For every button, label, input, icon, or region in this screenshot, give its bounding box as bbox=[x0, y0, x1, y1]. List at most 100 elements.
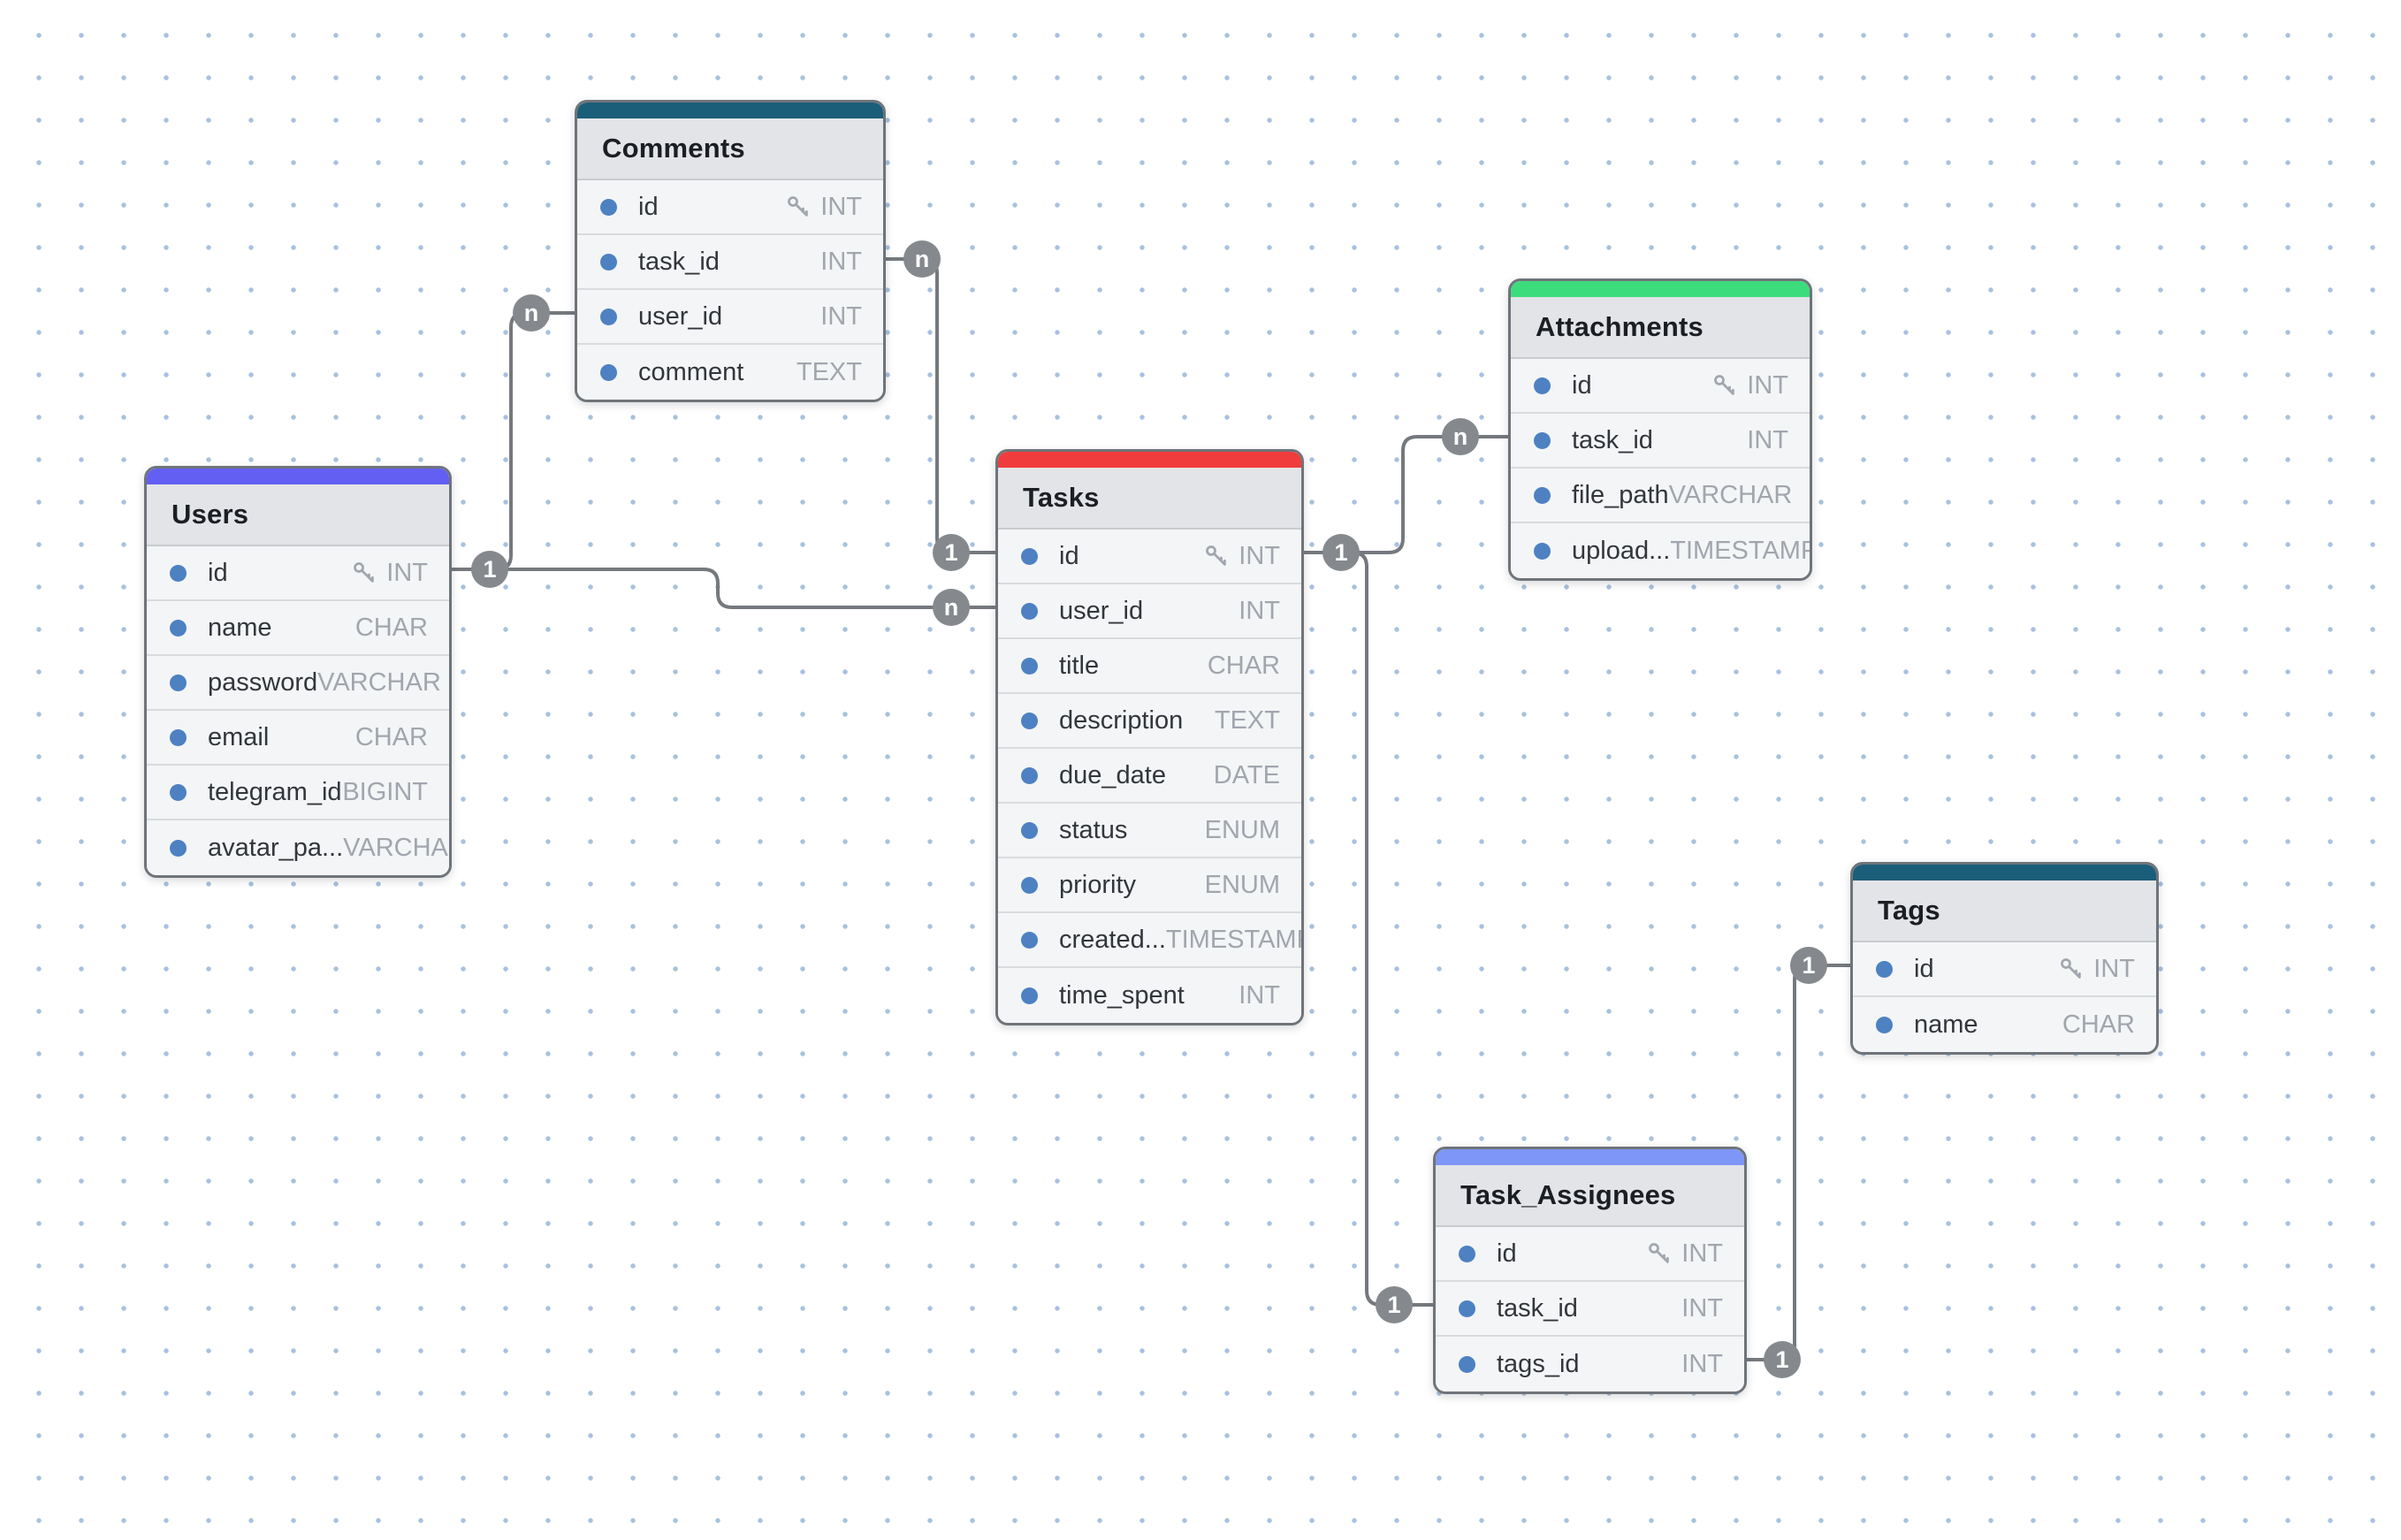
field-row-comments-task_id[interactable]: task_idINT bbox=[577, 235, 883, 290]
field-type-group: TIMESTAMP bbox=[1670, 537, 1812, 566]
field-row-tasks-due_date[interactable]: due_dateDATE bbox=[998, 749, 1301, 804]
field-name: name bbox=[208, 614, 272, 643]
primary-key-icon bbox=[1646, 1240, 1673, 1267]
field-row-users-id[interactable]: idINT bbox=[147, 546, 449, 601]
field-dot-icon bbox=[1534, 487, 1551, 504]
field-dot-icon bbox=[170, 784, 187, 801]
field-name: user_id bbox=[1059, 597, 1143, 626]
field-row-comments-user_id[interactable]: user_id INT bbox=[577, 290, 883, 345]
cardinality-badge-label: 1 bbox=[1334, 539, 1347, 566]
field-row-attachments-id[interactable]: idINT bbox=[1511, 359, 1810, 414]
field-row-task_assignees-id[interactable]: idINT bbox=[1436, 1227, 1744, 1282]
field-dot-icon bbox=[1021, 987, 1038, 1004]
cardinality-badge-label: 1 bbox=[1387, 1292, 1400, 1318]
table-header-comments[interactable]: Comments bbox=[577, 118, 883, 180]
field-dot-icon bbox=[1021, 603, 1038, 620]
table-title: Task_Assignees bbox=[1460, 1179, 1675, 1211]
field-row-users-avatar_pa[interactable]: avatar_pa...VARCHAR bbox=[147, 820, 449, 875]
table-users[interactable]: Users idINT name CHAR passwordVARCHARemailCH… bbox=[144, 466, 452, 878]
field-dot-icon bbox=[170, 729, 187, 746]
field-type-group: CHAR bbox=[2062, 1010, 2135, 1040]
table-header-task_assignees[interactable]: Task_Assignees bbox=[1436, 1165, 1744, 1227]
field-type-group: INT bbox=[820, 248, 862, 277]
field-type: INT bbox=[1747, 426, 1788, 455]
field-type: INT bbox=[820, 248, 862, 277]
field-type-group: VARCHAR bbox=[317, 668, 441, 698]
relationship-tasks-attachments[interactable] bbox=[1299, 437, 1508, 553]
relationship-comments-tasks[interactable] bbox=[880, 259, 995, 553]
table-comments[interactable]: CommentsidINTtask_idINTuser_idINTcomment… bbox=[575, 100, 886, 402]
field-type: ENUM bbox=[1205, 871, 1280, 900]
field-row-tags-name[interactable]: nameCHAR bbox=[1853, 997, 2156, 1052]
table-header-tags[interactable]: Tags bbox=[1853, 881, 2156, 942]
relationship-tags-task_assignees[interactable] bbox=[1742, 965, 1850, 1360]
field-row-tasks-description[interactable]: descriptionTEXT bbox=[998, 694, 1301, 749]
field-row-users-telegram_id[interactable]: telegram_idBIGINT bbox=[147, 766, 449, 820]
table-task_assignees[interactable]: Task_Assignees idINTtask_idINTtags_idINT bbox=[1433, 1147, 1747, 1394]
field-dot-icon bbox=[1021, 713, 1038, 729]
field-dot-icon bbox=[1021, 548, 1038, 565]
field-type: INT bbox=[1239, 981, 1280, 1010]
field-row-comments-id[interactable]: idINT bbox=[577, 180, 883, 235]
field-row-tasks-priority[interactable]: priority ENUM bbox=[998, 858, 1301, 913]
field-row-users-name[interactable]: name CHAR bbox=[147, 601, 449, 656]
field-type-group: INT bbox=[820, 302, 862, 332]
table-header-attachments[interactable]: Attachments bbox=[1511, 297, 1810, 359]
field-row-tasks-status[interactable]: statusENUM bbox=[998, 804, 1301, 858]
field-name: user_id bbox=[638, 302, 722, 332]
table-header-users[interactable]: Users bbox=[147, 484, 449, 546]
cardinality-badge-tasks-attachments-n: n bbox=[1442, 418, 1479, 455]
table-tags[interactable]: Tags id INT nameCHAR bbox=[1850, 862, 2159, 1055]
cardinality-badge-label: 1 bbox=[944, 539, 957, 566]
field-dot-icon bbox=[1534, 432, 1551, 449]
relationship-tasks-task_assignees[interactable] bbox=[1299, 553, 1433, 1305]
field-dot-icon bbox=[1459, 1356, 1475, 1373]
field-row-attachments-upload[interactable]: upload...TIMESTAMP bbox=[1511, 523, 1810, 578]
relationship-users-comments[interactable] bbox=[446, 313, 575, 569]
field-type: BIGINT bbox=[342, 778, 428, 807]
field-row-tasks-user_id[interactable]: user_idINT bbox=[998, 584, 1301, 639]
field-row-tags-id[interactable]: id INT bbox=[1853, 942, 2156, 997]
field-type-group: INT bbox=[1747, 426, 1788, 455]
field-type-group: INT bbox=[2058, 955, 2135, 984]
field-name: priority bbox=[1059, 871, 1136, 900]
field-row-comments-comment[interactable]: comment TEXT bbox=[577, 345, 883, 400]
field-dot-icon bbox=[1021, 877, 1038, 894]
field-name: id bbox=[638, 193, 659, 222]
table-tasks[interactable]: TasksidINTuser_idINTtitleCHARdescription… bbox=[995, 449, 1304, 1025]
field-row-users-password[interactable]: passwordVARCHAR bbox=[147, 656, 449, 711]
field-row-tasks-id[interactable]: idINT bbox=[998, 530, 1301, 584]
field-type-group: ENUM bbox=[1205, 871, 1280, 900]
primary-key-icon bbox=[1203, 543, 1230, 569]
table-header-tasks[interactable]: Tasks bbox=[998, 468, 1301, 530]
field-row-task_assignees-tags_id[interactable]: tags_idINT bbox=[1436, 1337, 1744, 1391]
field-dot-icon bbox=[170, 840, 187, 857]
field-type: CHAR bbox=[355, 614, 428, 643]
field-type: TIMESTAMP bbox=[1166, 926, 1304, 955]
field-row-tasks-time_spent[interactable]: time_spent INT bbox=[998, 968, 1301, 1023]
field-name: comment bbox=[638, 358, 743, 387]
relationship-users-tasks[interactable] bbox=[446, 569, 995, 607]
table-attachments[interactable]: AttachmentsidINTtask_idINTfile_pathVARCH… bbox=[1508, 278, 1812, 581]
field-name: created... bbox=[1059, 926, 1166, 955]
field-name: id bbox=[1914, 955, 1934, 984]
table-title: Users bbox=[172, 499, 248, 530]
field-row-tasks-title[interactable]: titleCHAR bbox=[998, 639, 1301, 694]
cardinality-badge-label: n bbox=[524, 300, 539, 326]
field-name: task_id bbox=[1497, 1294, 1578, 1323]
field-row-attachments-file_path[interactable]: file_pathVARCHAR bbox=[1511, 469, 1810, 523]
field-row-tasks-created[interactable]: created...TIMESTAMP bbox=[998, 913, 1301, 968]
primary-key-icon bbox=[1711, 372, 1738, 399]
field-row-task_assignees-task_id[interactable]: task_idINT bbox=[1436, 1282, 1744, 1337]
table-accent-bar bbox=[147, 469, 449, 484]
field-row-attachments-task_id[interactable]: task_idINT bbox=[1511, 414, 1810, 469]
table-accent-bar bbox=[1511, 281, 1810, 297]
field-name: time_spent bbox=[1059, 981, 1185, 1010]
field-type-group: DATE bbox=[1214, 761, 1280, 790]
field-type: CHAR bbox=[2062, 1010, 2135, 1040]
field-type-group: TEXT bbox=[797, 358, 862, 387]
field-name: status bbox=[1059, 816, 1127, 845]
primary-key-icon bbox=[351, 560, 377, 586]
field-type-group: INT bbox=[351, 559, 428, 588]
field-row-users-email[interactable]: emailCHAR bbox=[147, 711, 449, 766]
